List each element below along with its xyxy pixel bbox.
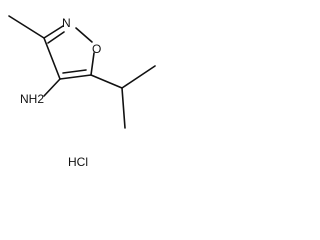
bond-c5-c4-double	[62, 69, 87, 74]
bond-n2-o1	[75, 27, 93, 43]
salt-label: HCl	[68, 155, 88, 169]
bond-c4-c3	[43, 37, 61, 80]
nitrogen-label: N	[62, 16, 71, 30]
bond-methyl	[8, 15, 45, 39]
chemical-structure: N O NH2 HCl	[8, 15, 156, 169]
amine-label: NH2	[20, 92, 44, 106]
bond-isopropyl-methyl-a	[121, 65, 156, 89]
bond-amine	[43, 78, 61, 97]
bond-c5-c4-single	[59, 74, 92, 80]
bond-isopropyl-methyl-b	[121, 87, 126, 129]
bond-isopropyl	[90, 74, 123, 89]
bond-c3-n2	[43, 25, 64, 39]
bond-c3-n2-double	[47, 31, 65, 44]
oxygen-label: O	[92, 42, 101, 56]
bond-o1-c5	[90, 52, 95, 76]
